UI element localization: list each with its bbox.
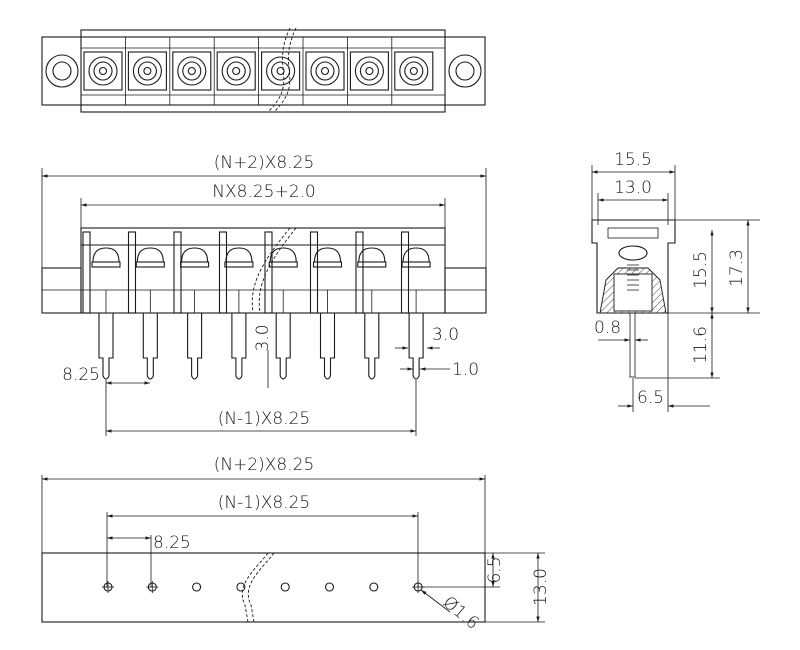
pcb-row-offset-label: 6.5	[485, 556, 505, 583]
pin	[408, 313, 424, 380]
side-view: 15.5 13.0 15.5 17.3 11.6 0.8 6.5	[591, 150, 760, 412]
barrier	[400, 231, 410, 314]
dim-total-height-label: 17.3	[727, 249, 747, 287]
pcb-hole	[146, 581, 159, 593]
dim-pin-thickness-label: 0.8	[594, 318, 621, 338]
pin	[275, 313, 291, 380]
top-inner-frame	[80, 29, 446, 113]
pcb-hole	[280, 582, 290, 592]
dim-body-length-label: NX8.25+2.0	[212, 182, 316, 202]
dim-body-height-label: 15.5	[691, 251, 711, 289]
pin	[231, 313, 247, 380]
mount-hole-right	[448, 54, 482, 88]
pcb-pin-span-label: (N-1)X8.25	[218, 493, 310, 513]
front-view: (N+2)X8.25 NX8.25+2.0 8.25 (N-1)X8.25 3.…	[41, 153, 487, 436]
pin	[364, 313, 380, 380]
flange-right	[444, 267, 487, 314]
terminal-top	[302, 37, 345, 105]
terminal-top	[80, 37, 123, 105]
barrier	[355, 231, 364, 314]
terminal-top	[346, 37, 389, 105]
terminal-front	[180, 247, 210, 380]
terminal-front	[224, 247, 254, 380]
terminal-top	[169, 37, 212, 105]
barrier	[82, 231, 91, 314]
terminal-front	[312, 247, 343, 380]
flange-left	[41, 267, 82, 314]
pcb-hole	[192, 582, 202, 592]
dim-overall-width-label: 15.5	[614, 150, 652, 170]
top-view	[41, 29, 486, 113]
dim-pin-length-label-side: 11.6	[691, 326, 711, 364]
pcb-layout-view: (N+2)X8.25 (N-1)X8.25 8.25 6.5 13.0 Ø1.6	[41, 455, 551, 634]
pin	[319, 313, 336, 380]
screw-head	[618, 245, 648, 261]
pcb-footprint-outline	[41, 552, 486, 623]
dim-pin-tip-label: 1.0	[452, 360, 479, 380]
pcb-overall-length-label: (N+2)X8.25	[214, 455, 315, 475]
barrier	[309, 231, 319, 314]
dim-pin-width-label: 3.0	[432, 325, 459, 345]
pcb-hole	[412, 581, 425, 593]
terminal-top	[258, 37, 301, 105]
terminal-top	[213, 37, 256, 105]
mount-hole-left	[45, 54, 79, 88]
pin	[98, 313, 114, 380]
dim-pin-span-label: (N-1)X8.25	[218, 409, 310, 429]
barrier	[218, 231, 228, 314]
dim-inner-width-label: 13.0	[614, 178, 652, 198]
pcb-hole-diameter-label: Ø1.6	[439, 593, 483, 634]
pcb-pitch-label: 8.25	[153, 533, 191, 553]
pin	[142, 313, 158, 380]
pcb-width-label: 13.0	[531, 568, 551, 606]
pcb-hole	[236, 582, 246, 592]
terminal-front	[268, 247, 298, 380]
terminal-front	[357, 247, 387, 380]
dim-overall-length-label: (N+2)X8.25	[214, 153, 315, 173]
terminal-top	[125, 37, 167, 105]
terminal-front	[91, 247, 121, 380]
pin	[187, 313, 203, 380]
pcb-hole	[324, 582, 335, 592]
barrier	[173, 231, 182, 314]
terminal-top	[391, 37, 434, 105]
pcb-hole	[369, 582, 379, 592]
dim-pin-offset-label: 6.5	[637, 388, 664, 408]
dim-pitch-label: 8.25	[62, 365, 100, 385]
spring	[627, 264, 639, 291]
terminal-front	[401, 247, 431, 380]
barrier	[127, 231, 137, 314]
terminal-front	[135, 247, 165, 380]
side-pin	[629, 312, 636, 378]
barrier	[264, 231, 273, 314]
dim-pin-length-label: 3.0	[253, 324, 273, 351]
pcb-hole	[102, 581, 114, 593]
top-body-outline	[41, 36, 486, 106]
